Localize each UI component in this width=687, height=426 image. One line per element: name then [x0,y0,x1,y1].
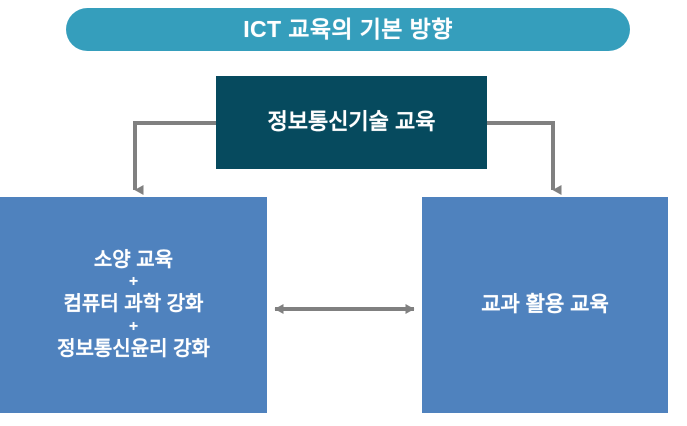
node-ict-education-label: 정보통신기술 교육 [267,109,436,135]
node-subject-application-education-label: 교과 활용 교육 [481,292,609,316]
diagram-title-text: ICT 교육의 기본 방향 [243,16,453,42]
node-literacy-line-2: 컴퓨터 과학 강화 [63,293,204,316]
node-literacy-education: 소양 교육 + 컴퓨터 과학 강화 + 정보통신윤리 강화 [0,197,267,413]
node-literacy-education-content: 소양 교육 + 컴퓨터 과학 강화 + 정보통신윤리 강화 [57,249,210,362]
node-literacy-plus-2: + [128,317,139,335]
node-literacy-plus-1: + [128,273,139,291]
node-ict-education: 정보통신기술 교육 [216,76,487,169]
node-literacy-line-1: 소양 교육 [93,248,174,271]
connector-top-to-left [133,121,216,195]
node-subject-application-education: 교과 활용 교육 [422,197,668,413]
node-literacy-line-3: 정보통신윤리 강화 [57,337,210,360]
diagram-title-banner: ICT 교육의 기본 방향 [66,8,630,51]
connector-top-to-right [487,121,562,195]
